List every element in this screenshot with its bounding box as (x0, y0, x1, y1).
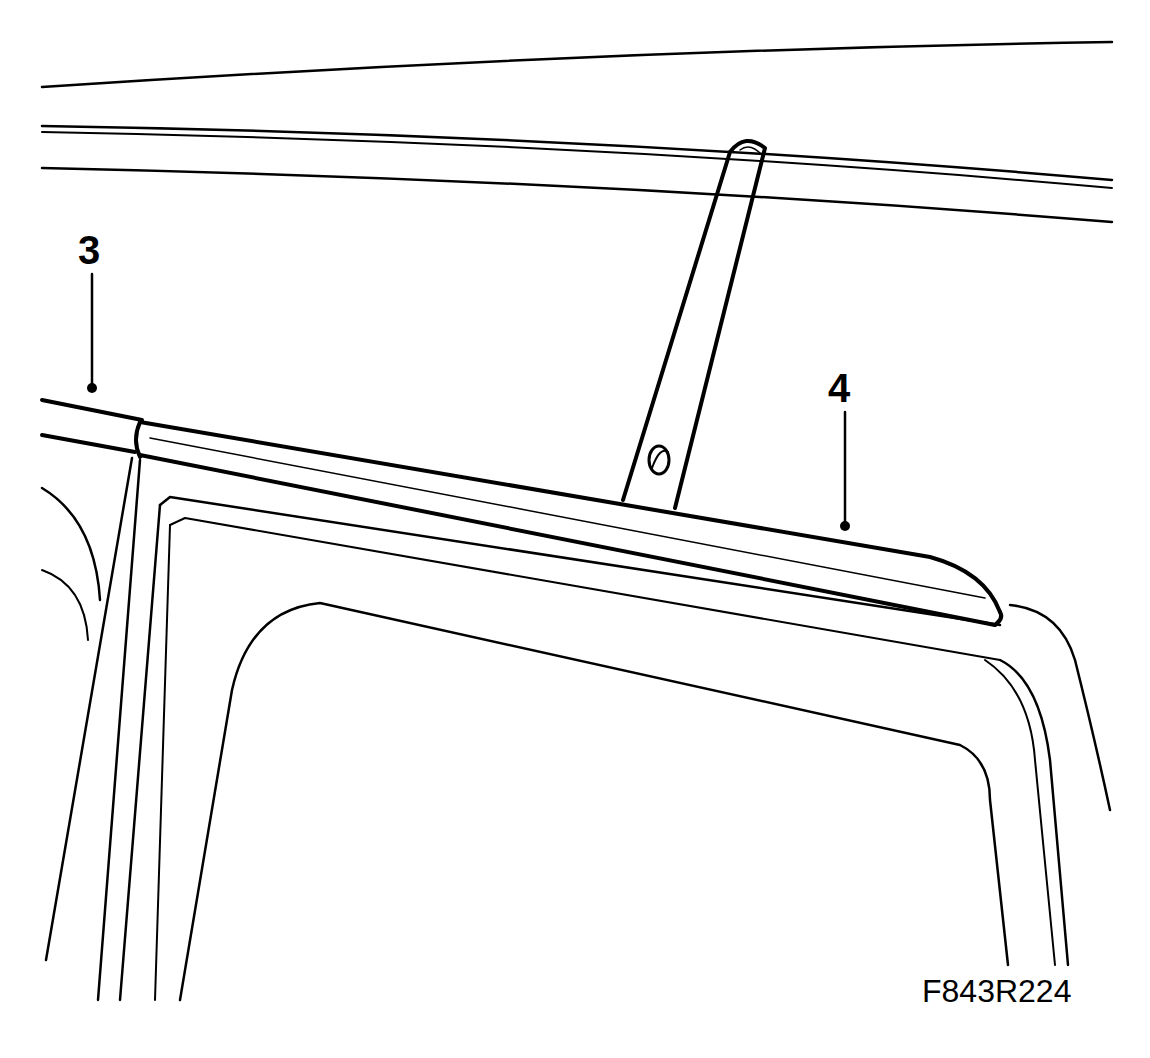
callout-number: 4 (828, 368, 850, 408)
callout-number: 3 (78, 230, 100, 270)
figure-code: F843R224 (922, 975, 1071, 1007)
